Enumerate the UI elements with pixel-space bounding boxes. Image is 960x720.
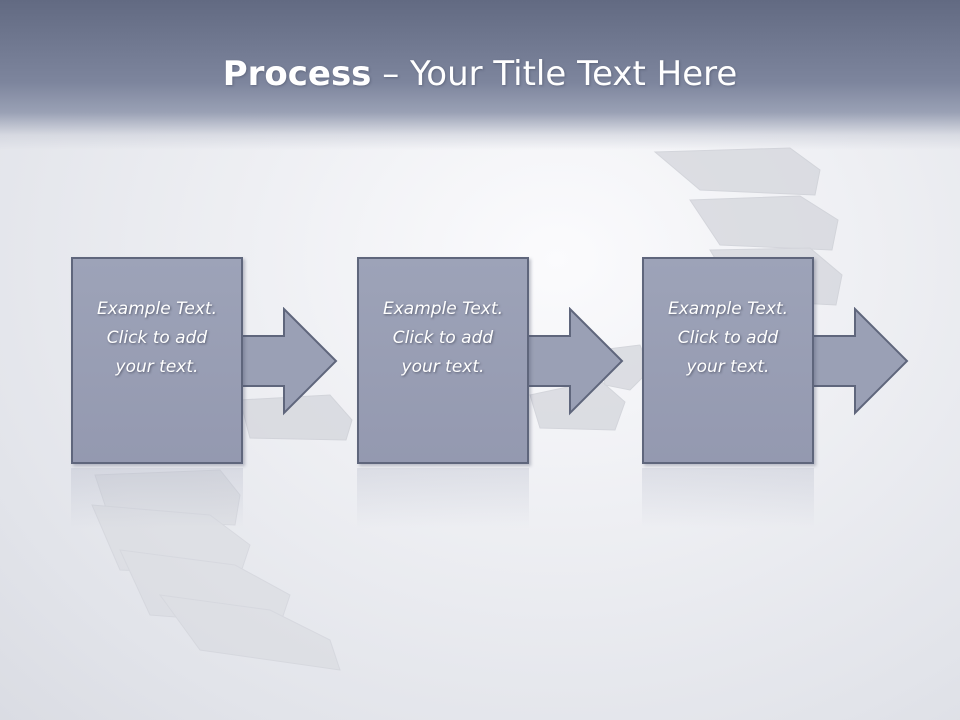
title-bold: Process (222, 54, 372, 94)
step-reflection (71, 468, 243, 528)
step-reflection (357, 468, 529, 528)
step-text[interactable]: Example Text. Click to add your text. (96, 299, 218, 377)
title-rest: – Your Title Text Here (371, 54, 738, 94)
process-arrow-right-icon (527, 307, 624, 416)
process-step-2[interactable]: Example Text. Click to add your text. (357, 257, 529, 464)
process-step-1[interactable]: Example Text. Click to add your text. (71, 257, 243, 464)
title-band (0, 0, 960, 150)
process-arrow-right-icon (812, 307, 909, 416)
step-text[interactable]: Example Text. Click to add your text. (382, 299, 504, 377)
process-arrow-right-icon (241, 307, 338, 416)
step-reflection (642, 468, 814, 528)
slide-title[interactable]: Process – Your Title Text Here (0, 52, 960, 96)
step-text[interactable]: Example Text. Click to add your text. (667, 299, 789, 377)
process-step-3[interactable]: Example Text. Click to add your text. (642, 257, 814, 464)
